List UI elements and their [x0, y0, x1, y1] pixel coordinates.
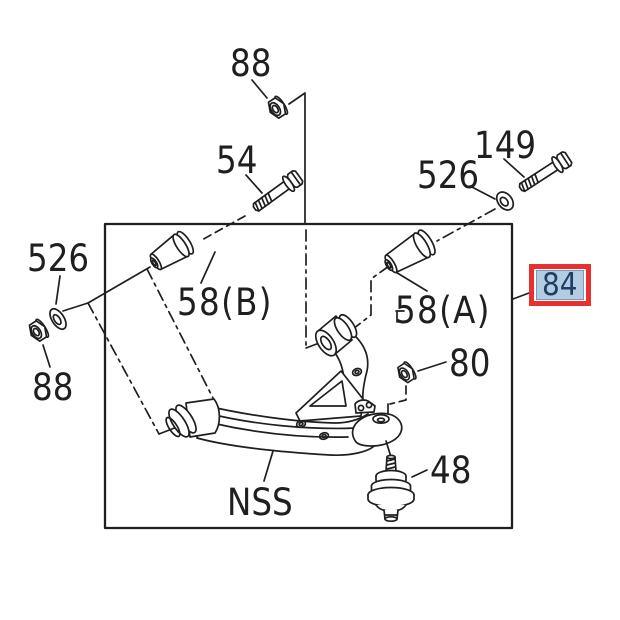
part-callout-88-top[interactable]: 88	[230, 42, 272, 85]
part-callout-54[interactable]: 54	[216, 139, 258, 182]
part-callout-526-left[interactable]: 526	[27, 237, 90, 280]
nut-88-top-drawing	[267, 95, 289, 119]
ball-joint-48-drawing	[367, 454, 415, 523]
part-callout-58a[interactable]: 58(A)	[395, 289, 491, 332]
control-arm-drawing	[165, 313, 403, 458]
bushing-58b-drawing	[149, 230, 195, 271]
nut-88-left-drawing	[28, 318, 50, 342]
nut-80-drawing	[397, 361, 417, 384]
bolt-149-drawing	[518, 151, 573, 193]
highlighted-part-callout-84[interactable]: 84	[529, 264, 591, 306]
highlighted-part-panel: 84	[536, 266, 584, 303]
washer-526-left-drawing	[49, 307, 67, 331]
part-callout-80[interactable]: 80	[449, 342, 491, 385]
washer-526-right-drawing	[495, 191, 515, 211]
part-callout-149[interactable]: 149	[474, 124, 537, 167]
part-callout-nss: NSS	[227, 481, 293, 524]
part-callout-526-right[interactable]: 526	[417, 154, 480, 197]
part-callout-48[interactable]: 48	[430, 449, 472, 492]
highlighted-part-number: 84	[542, 266, 578, 303]
assembly-boundary-box	[103, 222, 514, 530]
bushing-58a-drawing	[384, 229, 436, 274]
part-callout-58b[interactable]: 58(B)	[177, 281, 273, 324]
bolt-54-drawing	[252, 169, 304, 212]
part-callout-88-left[interactable]: 88	[32, 366, 74, 409]
